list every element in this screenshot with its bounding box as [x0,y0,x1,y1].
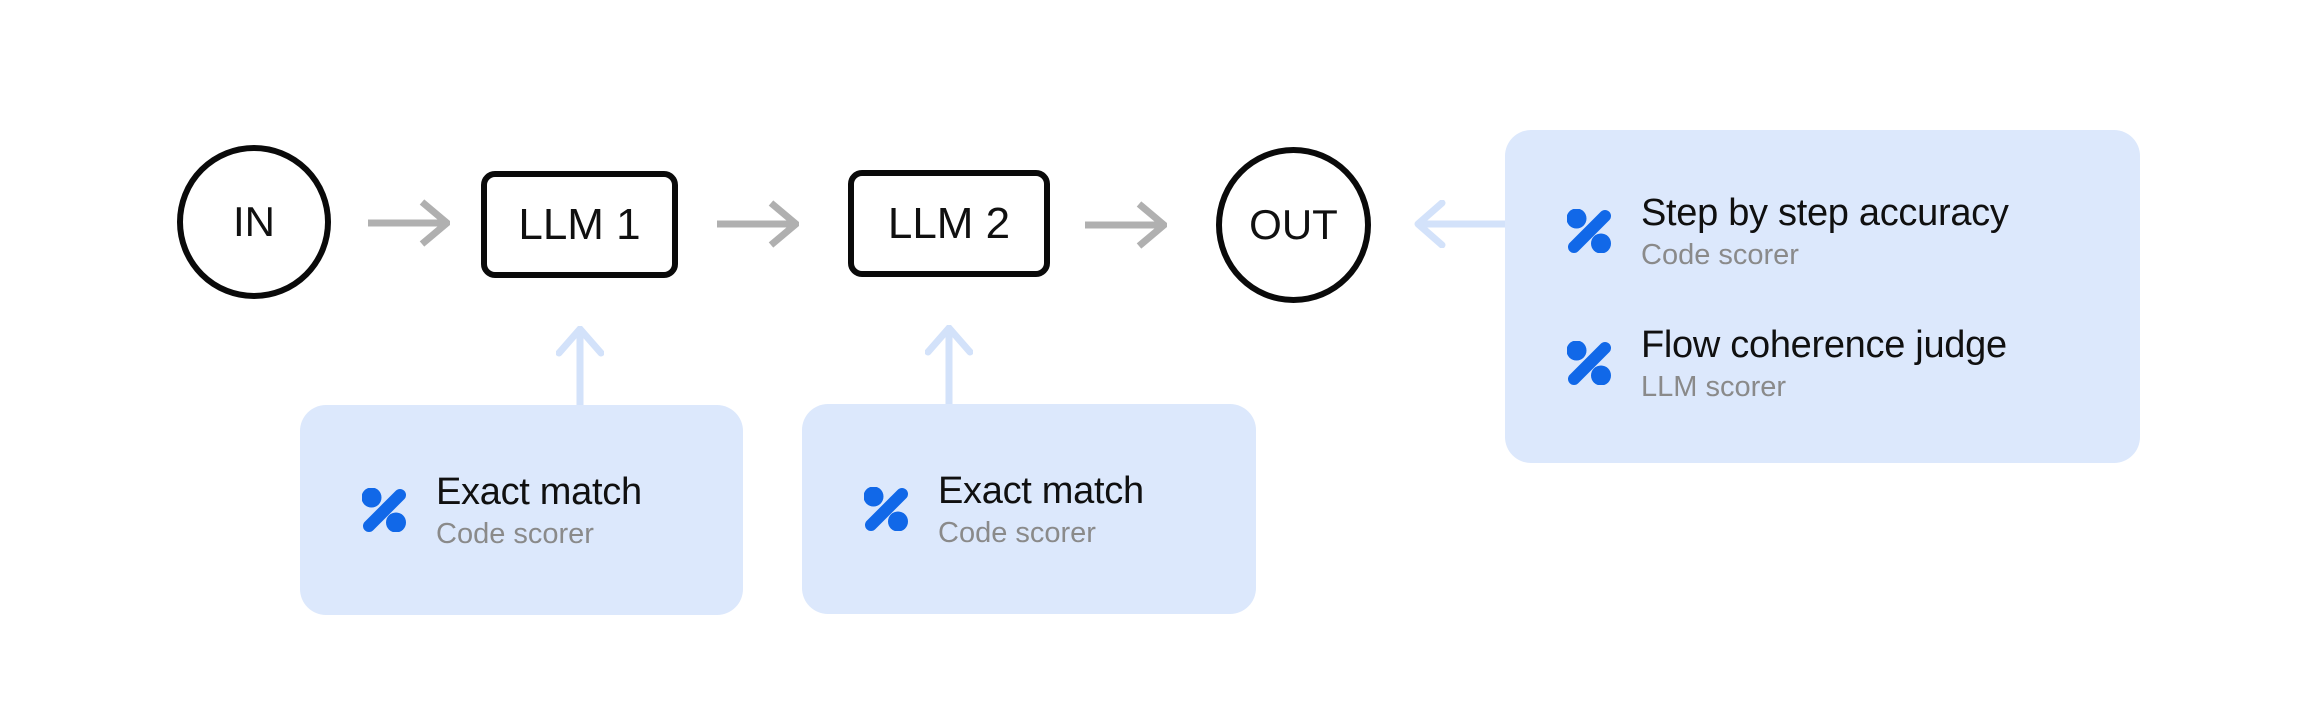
scorer-type: LLM scorer [1641,370,1787,403]
node-llm2-label: LLM 2 [887,198,1011,248]
arrow-up-icon [925,325,973,405]
percent-scorer-icon [362,488,406,532]
scorer-name: Exact match [938,470,1144,512]
scorer-row: Exact match Code scorer [362,468,743,552]
node-llm1-label: LLM 1 [518,199,641,249]
scorer-card-llm2: Exact match Code scorer [802,404,1256,614]
scorer-name: Exact match [436,471,642,513]
arrow-right-icon [368,199,450,247]
node-in: IN [177,145,331,299]
node-in-label: IN [233,198,275,245]
node-llm2: LLM 2 [848,170,1050,277]
percent-scorer-icon [1567,208,1611,253]
node-llm1: LLM 1 [481,171,678,278]
scorer-row: Step by step accuracy Code scorer [1567,189,2140,273]
node-out: OUT [1216,147,1371,303]
scorer-type: Code scorer [1641,238,1799,271]
arrow-left-icon [1414,200,1506,248]
scorer-type: Code scorer [436,518,594,550]
percent-scorer-icon [1567,340,1611,385]
scorer-name: Flow coherence judge [1641,323,2007,366]
scorer-type: Code scorer [938,517,1096,549]
percent-scorer-icon [864,487,908,531]
node-out-label: OUT [1249,201,1338,248]
arrow-up-icon [556,326,604,406]
arrow-right-icon [717,200,799,248]
arrow-right-icon [1085,201,1167,249]
scorer-row: Exact match Code scorer [864,467,1256,551]
scorer-card-llm1: Exact match Code scorer [300,405,743,615]
scorer-card-out: Step by step accuracy Code scorer Flow c… [1505,130,2140,463]
scorer-name: Step by step accuracy [1641,191,2009,234]
scorer-row: Flow coherence judge LLM scorer [1567,321,2140,405]
